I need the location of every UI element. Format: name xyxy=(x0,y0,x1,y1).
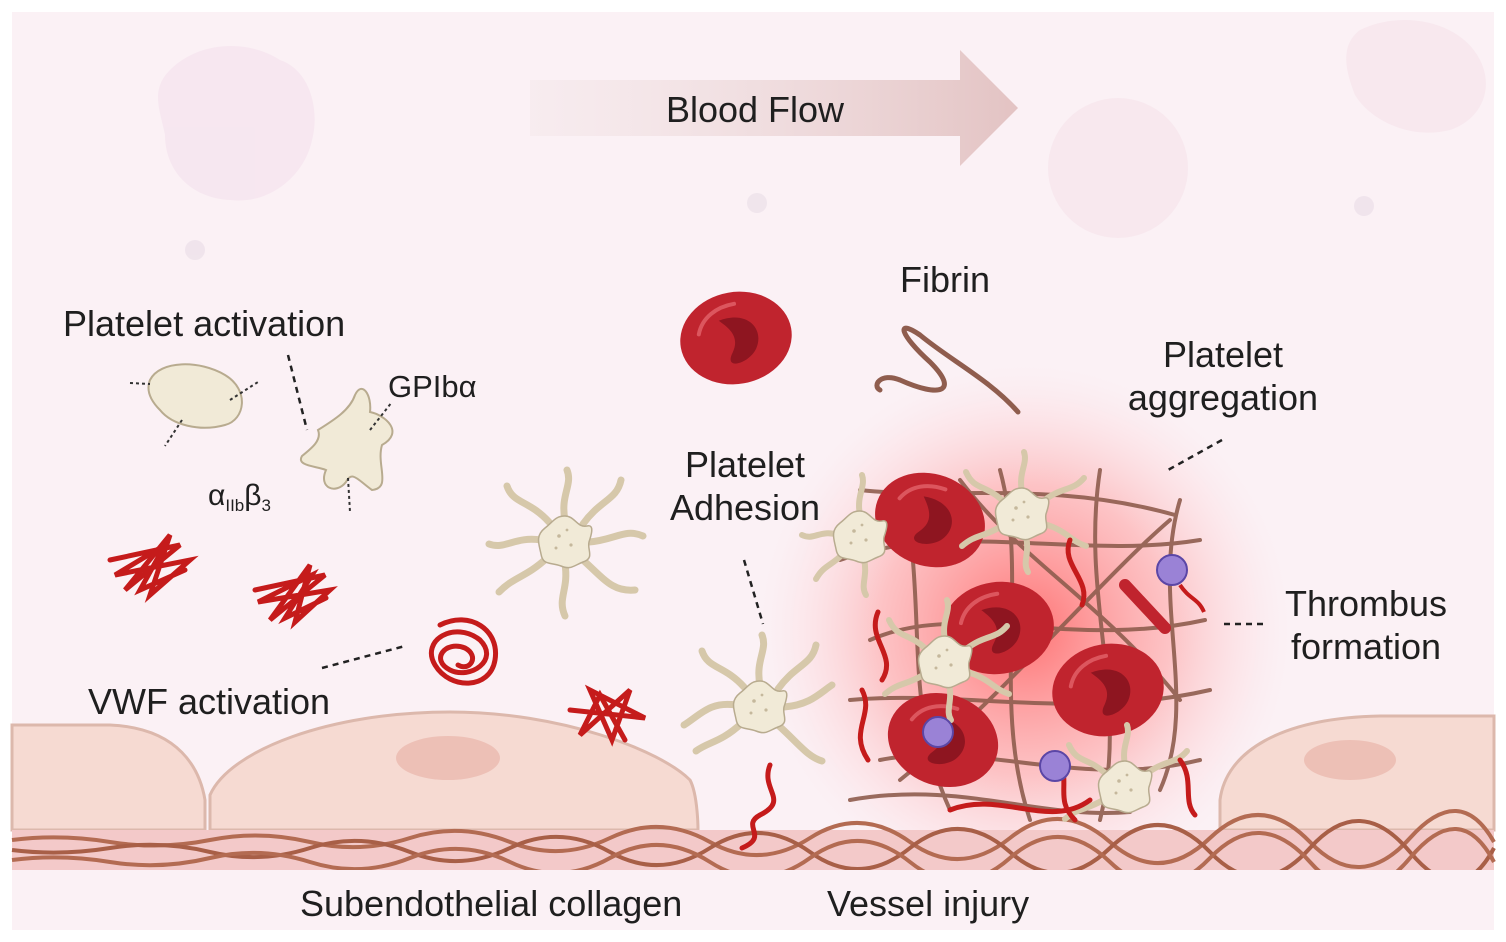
thrombus-line2: formation xyxy=(1290,626,1442,668)
beta-subscript: 3 xyxy=(261,496,271,515)
blood-flow-label: Blood Flow xyxy=(665,89,845,130)
adhesion-platelet xyxy=(680,631,836,765)
vwf-tangle xyxy=(567,684,647,747)
thrombus-formation-label: Thrombus formation xyxy=(1270,582,1462,668)
blood-flow-arrow xyxy=(530,50,1018,166)
endothelial-layer xyxy=(10,710,1496,832)
subendothelial-collagen-label: Subendothelial collagen xyxy=(300,883,683,924)
resting-platelet xyxy=(129,363,259,447)
leader-adhesion xyxy=(742,559,765,625)
lower-tissue xyxy=(12,870,1494,930)
vwf-tangle xyxy=(107,533,199,603)
vessel-injury-label: Vessel injury xyxy=(827,883,1030,924)
platelet-adhesion-line1: Platelet xyxy=(684,444,806,485)
platelet-activation-label: Platelet activation xyxy=(63,303,346,344)
platelet-adhesion-line2: Adhesion xyxy=(669,487,821,529)
clot-platelet xyxy=(882,597,1012,723)
cell-nucleus xyxy=(396,736,500,780)
leader-platelet-activation xyxy=(286,354,309,431)
platelet-aggregation-line2: aggregation xyxy=(1127,377,1319,419)
fibrin-strand xyxy=(874,325,1021,415)
rod-bacterium xyxy=(1119,579,1171,634)
cell-nucleus xyxy=(1304,740,1396,780)
thrombus-line1: Thrombus xyxy=(1284,583,1448,624)
vwf-tangle xyxy=(252,563,338,630)
factor-sphere xyxy=(1039,750,1071,782)
activated-platelet xyxy=(485,466,647,620)
vwf-activation-label: VWF activation xyxy=(88,681,331,722)
factor-sphere xyxy=(922,716,954,748)
coagulation-factors xyxy=(922,554,1206,782)
gpiba-label: GPIbα xyxy=(388,369,477,404)
integrin-label: αIIbβ3 xyxy=(208,478,271,516)
vwf-strands xyxy=(107,533,1198,851)
platelet-aggregation-line1: Platelet xyxy=(1162,334,1284,375)
leader-lines xyxy=(286,354,1264,670)
leader-vwf xyxy=(321,644,406,670)
clot-platelet xyxy=(1062,722,1190,822)
background-cells xyxy=(158,20,1486,260)
clot-platelet xyxy=(799,472,888,598)
fibrin-label: Fibrin xyxy=(900,259,991,300)
activating-platelet xyxy=(299,387,394,513)
factor-sphere xyxy=(1156,554,1188,586)
beta-symbol: β xyxy=(244,479,262,512)
vwf-coil xyxy=(428,617,499,686)
platelet-aggregation-label: Platelet aggregation xyxy=(1102,333,1344,419)
vwf-squiggle xyxy=(739,762,777,851)
alpha-subscript: IIb xyxy=(225,496,245,515)
endothelial-cell xyxy=(10,723,207,832)
clot-platelet xyxy=(959,449,1089,575)
platelet-adhesion-label: Platelet Adhesion xyxy=(650,443,840,529)
alpha-symbol: α xyxy=(208,479,226,512)
